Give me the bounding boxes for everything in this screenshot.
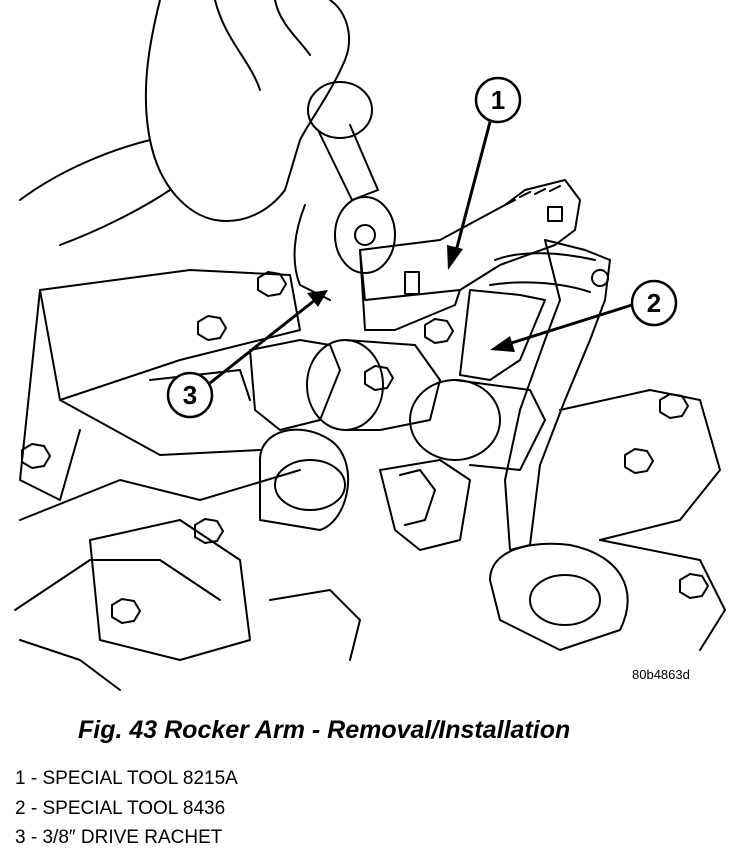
tool-8215a-drawing [359,179,596,331]
cylinder-head-drawing [14,269,726,691]
callout-1-number: 1 [491,85,505,115]
callout-3-leader [209,298,316,385]
legend-item: 3 - 3/8″ DRIVE RACHET [15,823,238,853]
legend-number: 2 [15,797,26,819]
callout-legend: 1 - SPECIAL TOOL 8215A 2 - SPECIAL TOOL … [15,764,238,853]
callout-3-arrowhead [307,290,328,307]
legend-number: 1 [15,768,26,789]
legend-separator: - [25,827,43,848]
tool-8436-drawing [459,239,611,551]
callout-1-circle [474,76,522,124]
legend-label: SPECIAL TOOL 8215A [42,768,238,789]
image-reference-code: 80b4863d [632,667,690,682]
legend-label: 3/8″ DRIVE RACHET [42,827,223,848]
callout-2-circle [630,279,678,327]
figure-caption: Fig. 43 Rocker Arm - Removal/Installatio… [78,716,571,744]
callout-3-circle [166,371,214,419]
callout-3: 3 [166,290,328,419]
legend-number: 3 [15,827,26,848]
callout-2: 2 [490,279,678,352]
bolt-heads-drawing [21,271,709,624]
callout-2-arrowhead [490,336,515,352]
ratchet-drawing [293,81,396,301]
callout-2-leader [504,303,633,347]
legend-label: SPECIAL TOOL 8436 [42,797,226,819]
legend-separator: - [25,768,43,789]
legend-item: 1 - SPECIAL TOOL 8215A [15,764,238,794]
callout-3-number: 3 [183,380,197,410]
legend-separator: - [25,797,43,819]
callout-1: 1 [447,76,522,270]
rocker-arm-illustration: 1 2 3 [14,0,726,691]
legend-item: 2 - SPECIAL TOOL 8436 [15,794,238,824]
callout-1-leader [453,121,492,256]
callout-1-arrowhead [447,245,463,270]
hand-drawing [19,0,350,246]
callout-2-number: 2 [647,288,661,318]
